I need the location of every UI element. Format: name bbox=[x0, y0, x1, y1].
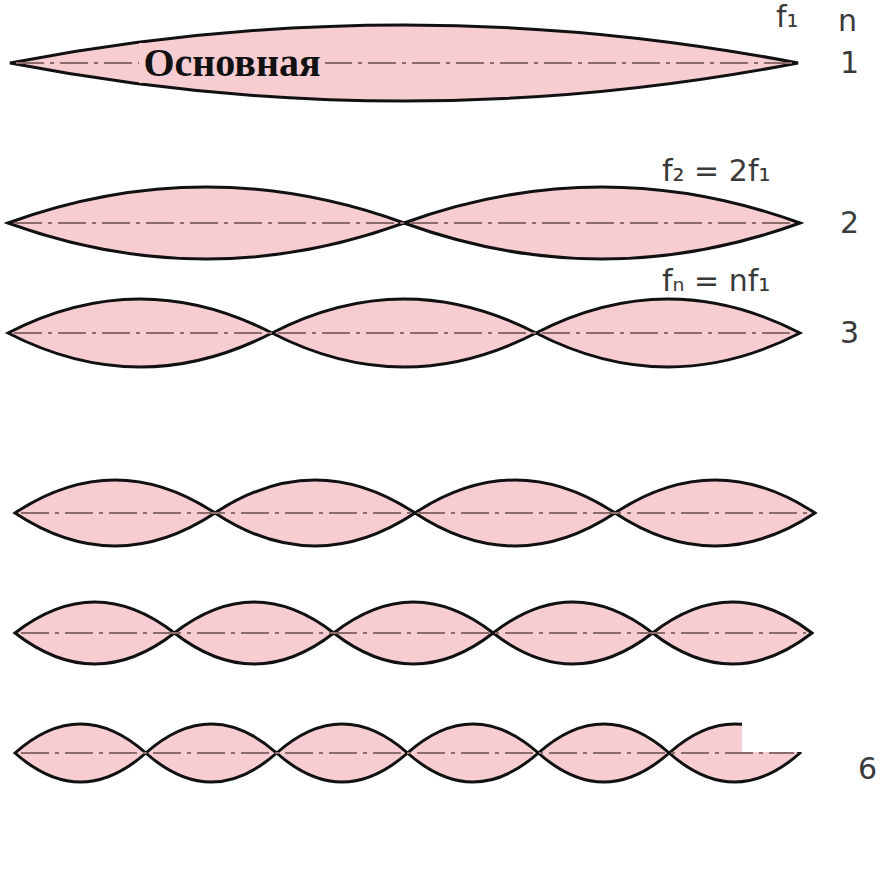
frequency-formula: f₂ = 2f₁ bbox=[662, 156, 770, 186]
harmonic-row bbox=[8, 299, 800, 367]
harmonic-row bbox=[15, 724, 800, 782]
axis-line bbox=[14, 332, 794, 334]
harmonic-number: n bbox=[838, 6, 857, 36]
axis-line bbox=[21, 632, 806, 634]
frequency-formula: f₁ bbox=[776, 2, 799, 32]
frequency-formula: fₙ = nf₁ bbox=[662, 266, 770, 296]
harmonic-number: 2 bbox=[840, 208, 859, 238]
lobe-label: Основная bbox=[139, 43, 324, 83]
axis-line bbox=[21, 512, 809, 514]
axis-line bbox=[21, 752, 794, 754]
lobe-outline bbox=[8, 21, 800, 105]
harmonic-number: 1 bbox=[840, 48, 859, 78]
fundamental-lobe: Основная bbox=[8, 21, 800, 105]
harmonic-number: 3 bbox=[840, 318, 859, 348]
harmonic-row bbox=[15, 480, 815, 546]
harmonic-row bbox=[15, 602, 812, 664]
harmonic-row bbox=[8, 187, 800, 259]
axis-line bbox=[14, 222, 794, 224]
cut-mask bbox=[742, 718, 812, 752]
harmonic-number: 6 bbox=[858, 754, 877, 784]
